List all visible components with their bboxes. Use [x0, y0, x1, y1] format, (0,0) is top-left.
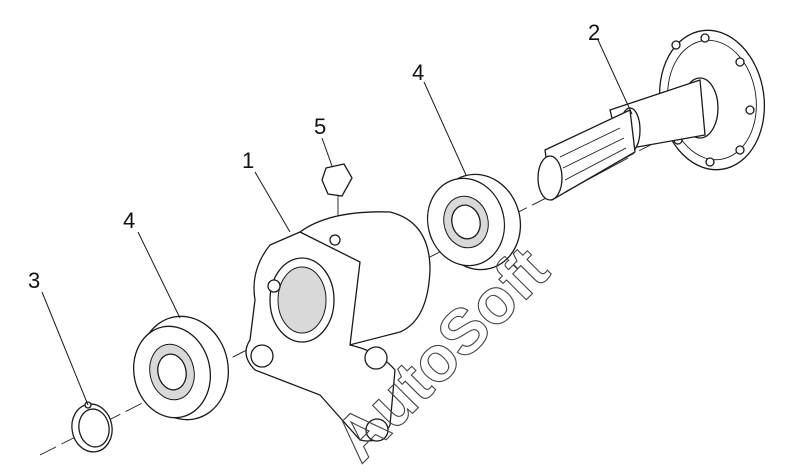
leader-line-1 — [254, 171, 291, 233]
leader-line-3 — [41, 291, 89, 406]
retaining-ring — [71, 401, 113, 453]
leader-line-5 — [321, 137, 333, 167]
leader-line-2 — [597, 39, 633, 115]
callout-5: 5 — [314, 114, 326, 139]
callout-3: 3 — [28, 268, 40, 293]
leader-line-4-left — [137, 231, 181, 319]
flanged-shaft — [537, 29, 766, 202]
leader-line-4-right — [423, 81, 467, 176]
callout-4-left: 4 — [123, 208, 135, 233]
housing — [245, 211, 431, 442]
callout-4-right: 4 — [412, 60, 424, 85]
callout-2: 2 — [588, 20, 600, 45]
bearing-right — [426, 173, 522, 271]
bearing-left — [132, 315, 230, 421]
callout-1: 1 — [242, 148, 254, 173]
